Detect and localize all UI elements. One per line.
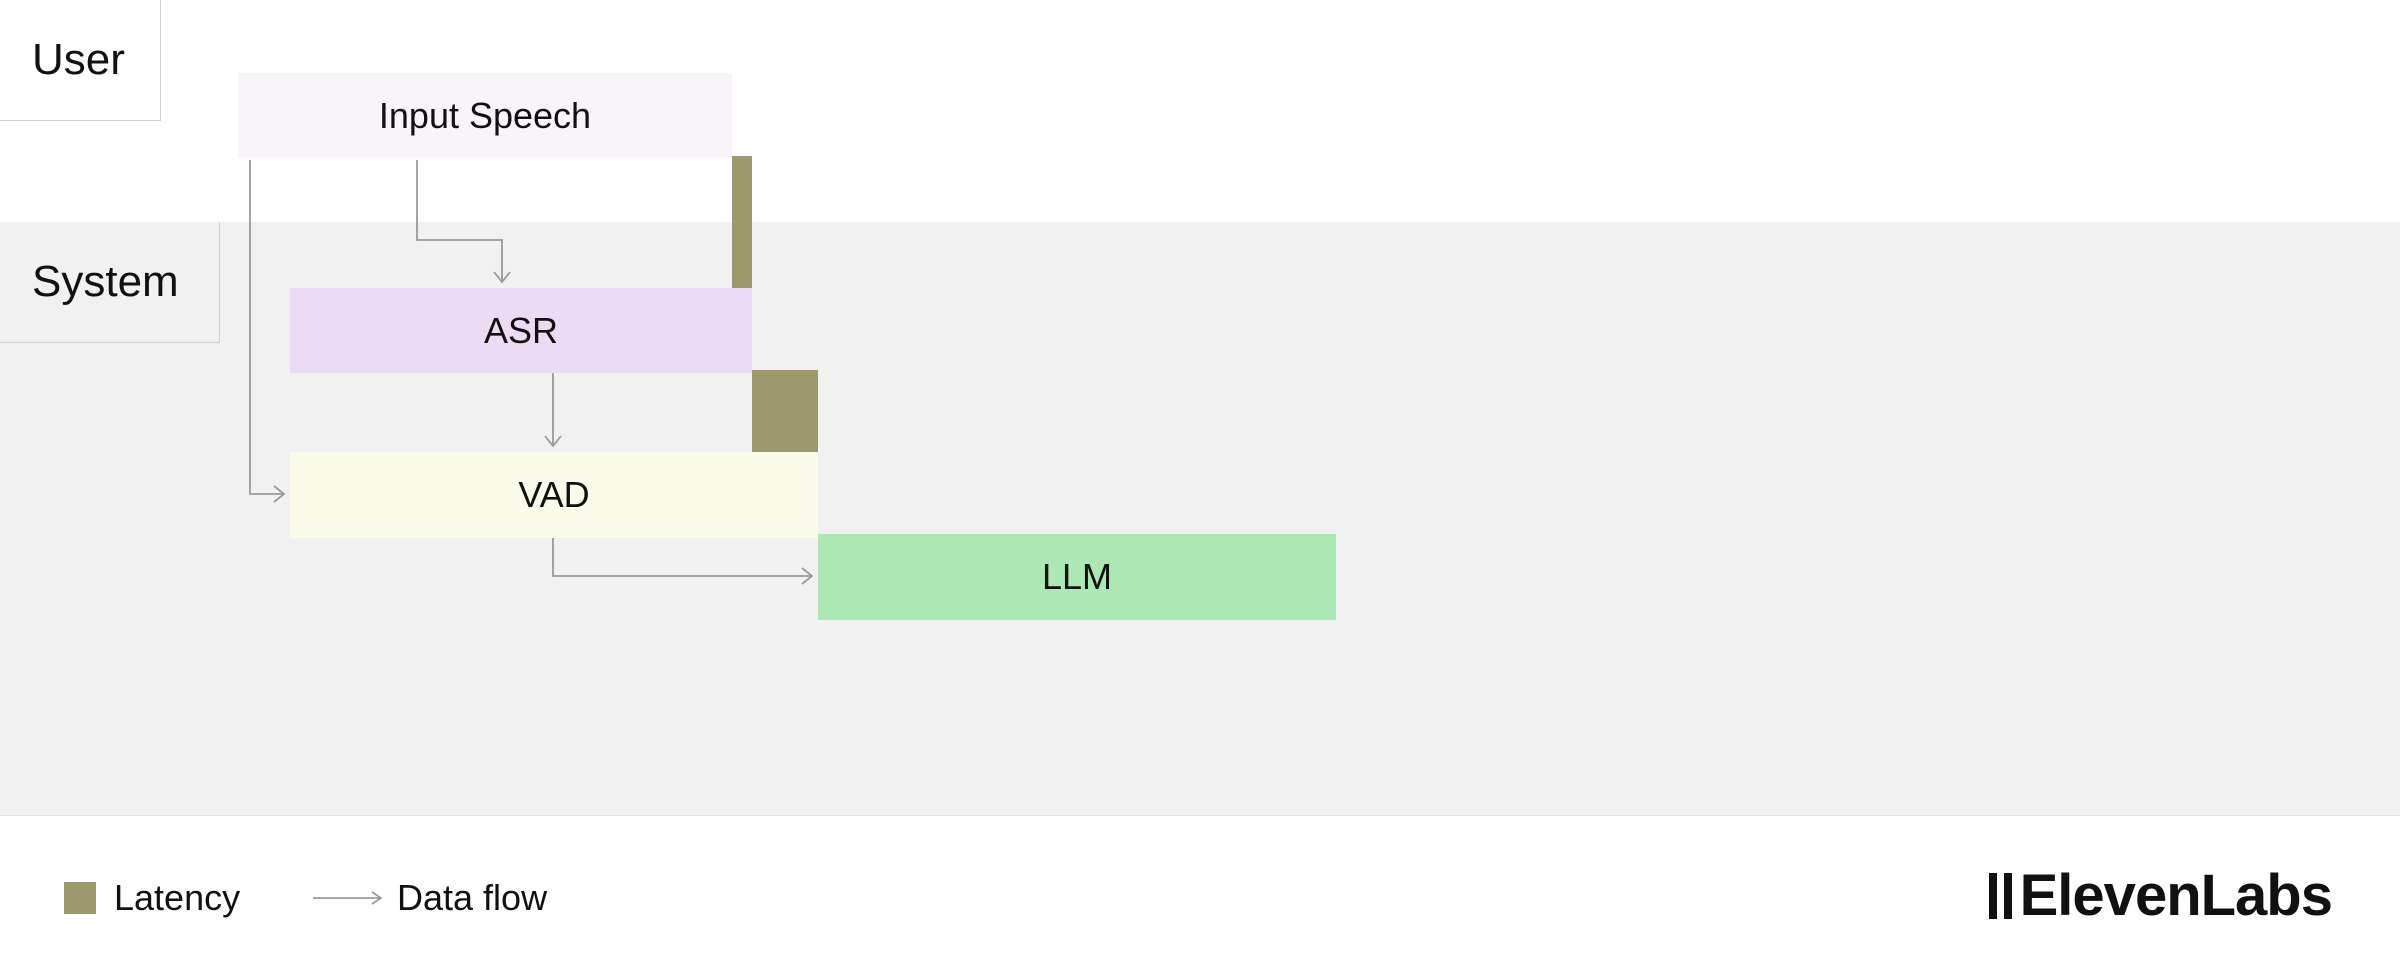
flow-input-to-asr-head <box>493 271 511 284</box>
latency-block-vad <box>752 370 818 452</box>
asr-box: ASR <box>290 288 752 373</box>
asr-label: ASR <box>483 309 559 351</box>
legend-latency: Latency <box>64 868 240 928</box>
flow-vad-to-llm-head <box>801 567 814 585</box>
legend-latency-label: Latency <box>114 877 241 918</box>
lane-user-text: User <box>32 35 125 84</box>
lane-label-user: User <box>0 0 161 121</box>
input-speech-box: Input Speech <box>238 73 732 158</box>
flow-input-to-vad-head <box>273 485 286 503</box>
vad-box: VAD <box>290 452 818 538</box>
lane-system-text: System <box>32 257 179 306</box>
input-speech-label: Input Speech <box>378 94 592 136</box>
flow-vad-to-llm <box>552 538 812 577</box>
footer-divider <box>0 815 2400 816</box>
elevenlabs-logo: ElevenLabs <box>1988 860 2333 932</box>
flow-input-to-asr <box>416 160 503 282</box>
flow-input-to-vad <box>249 160 284 495</box>
brand-name: ElevenLabs <box>2019 863 2333 928</box>
legend-data-flow-label: Data flow <box>397 877 548 918</box>
llm-box: LLM <box>818 534 1336 620</box>
legend-data-flow: Data flow <box>313 868 547 928</box>
latency-block-asr <box>732 156 752 288</box>
lane-label-system: System <box>0 222 220 343</box>
elevenlabs-bars-icon <box>1988 873 2012 919</box>
latency-swatch <box>64 882 96 914</box>
data-flow-arrow-icon <box>313 891 383 905</box>
llm-label: LLM <box>1041 556 1113 597</box>
flow-asr-to-vad-head <box>544 435 562 448</box>
vad-label: VAD <box>518 474 590 515</box>
